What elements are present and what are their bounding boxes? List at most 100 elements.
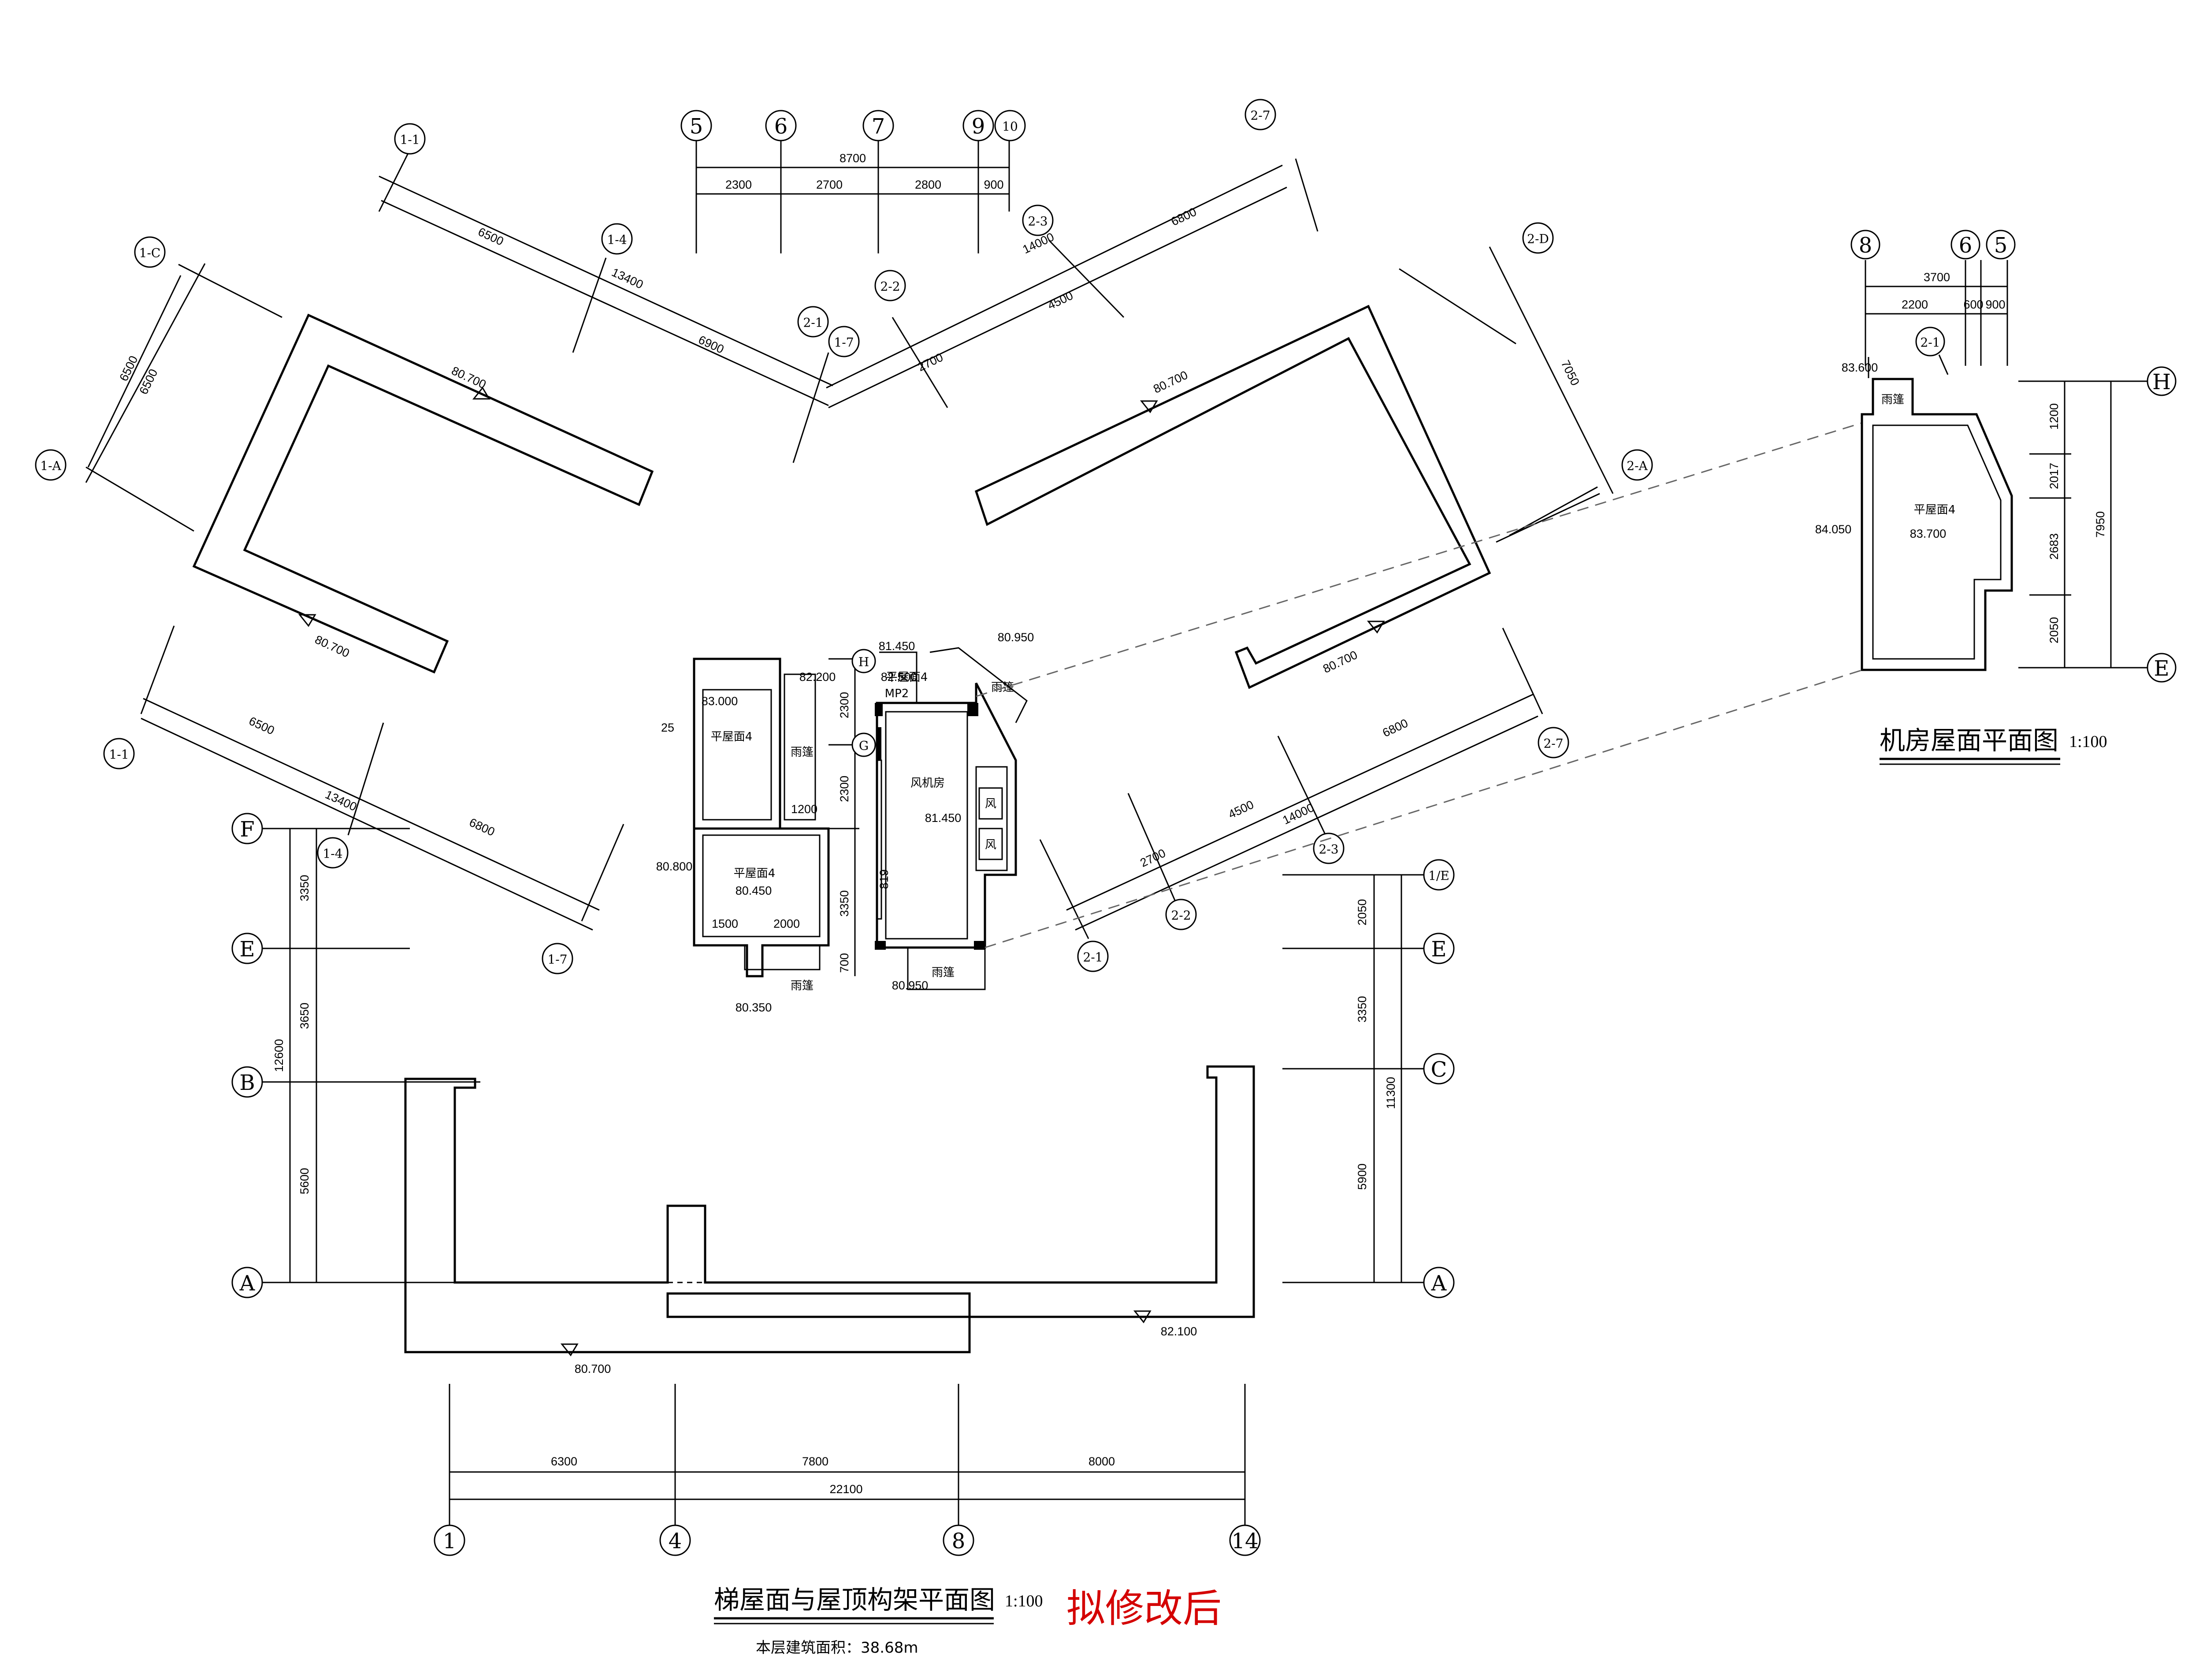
dim-7050-ur: 7050 bbox=[1558, 358, 1582, 387]
dim-6800-lr: 6800 bbox=[1381, 716, 1410, 740]
dim-6300: 6300 bbox=[551, 1455, 577, 1468]
dim-1200-c: 1200 bbox=[791, 803, 817, 816]
axis-G-center: G bbox=[859, 739, 869, 753]
dim-1500-c: 1500 bbox=[712, 917, 738, 930]
dim-3650-left: 3650 bbox=[298, 1003, 311, 1029]
fan-2-label: 风 bbox=[985, 838, 996, 851]
axis-2-3-top: 2-3 bbox=[1028, 214, 1048, 229]
dim-2800-top: 2800 bbox=[915, 178, 941, 191]
axis-2-2-bottom: 2-2 bbox=[1171, 908, 1191, 923]
dim-4500-ur: 4500 bbox=[1046, 289, 1075, 312]
axis-8: 8 bbox=[952, 1529, 966, 1554]
dim-900-m: 900 bbox=[1985, 298, 2005, 311]
dim-7950-m: 7950 bbox=[2094, 511, 2107, 538]
level-80450: 80.450 bbox=[736, 884, 772, 897]
axis-4: 4 bbox=[669, 1529, 682, 1554]
upper-left-roof-frame bbox=[192, 313, 654, 674]
axis-C-right: C bbox=[1431, 1057, 1447, 1082]
dim-2200-m: 2200 bbox=[1902, 298, 1928, 311]
axis-1-1-bottom: 1-1 bbox=[109, 747, 129, 762]
level-80950-top: 80.950 bbox=[998, 631, 1034, 644]
axis-E-right: E bbox=[1431, 937, 1446, 962]
dim-3350-right: 3350 bbox=[1356, 996, 1369, 1022]
bottom-axis-bubbles: 1 4 8 14 bbox=[434, 1524, 1261, 1556]
axis-5-m: 5 bbox=[1994, 233, 2008, 258]
machine-roof-label: 平屋面4 bbox=[1914, 503, 1956, 517]
dim-600-m: 600 bbox=[1963, 298, 1983, 311]
mp2-label: MP2 bbox=[885, 687, 909, 700]
titles: 梯屋面与屋顶构架平面图 1:100 拟修改后 本层建筑面积：38.68m 机房屋… bbox=[714, 725, 2107, 1657]
machine-room-scale: 1:100 bbox=[2069, 732, 2107, 751]
dim-2700-top: 2700 bbox=[816, 178, 843, 191]
level-83600: 83.600 bbox=[1842, 361, 1878, 374]
level-80800: 80.800 bbox=[656, 860, 693, 873]
axis-2-A: 2-A bbox=[1627, 459, 1648, 473]
dim-3350-left: 3350 bbox=[298, 875, 311, 901]
axis-2-D: 2-D bbox=[1527, 232, 1549, 246]
level-bottom-right: 82.100 bbox=[1161, 1325, 1197, 1338]
level-80950-bottom: 80.950 bbox=[892, 979, 929, 992]
axis-1-C: 1-C bbox=[139, 246, 161, 260]
axis-F: F bbox=[240, 817, 254, 842]
dim-6500-ll: 6500 bbox=[247, 714, 276, 737]
axis-2-7-bottom: 2-7 bbox=[1543, 736, 1563, 751]
axis-2-1-bottom: 2-1 bbox=[1083, 950, 1103, 965]
dim-6900-ul: 6900 bbox=[696, 333, 726, 356]
lower-left-dimensions: 6500 13400 6800 1-1 1-4 1-7 bbox=[103, 625, 624, 974]
axis-10-top: 10 bbox=[1002, 119, 1018, 134]
right-dimension-chain: 2050 3350 5900 11300 1/E E C A bbox=[1282, 859, 1455, 1298]
axis-B: B bbox=[239, 1070, 255, 1095]
axis-1E-right: 1/E bbox=[1428, 869, 1449, 883]
fan-room-label: 风机房 bbox=[910, 777, 945, 790]
axis-6-top: 6 bbox=[774, 114, 788, 139]
main-title: 梯屋面与屋顶构架平面图 bbox=[714, 1585, 995, 1615]
axis-9-top: 9 bbox=[972, 114, 985, 139]
axis-1-1-top: 1-1 bbox=[400, 133, 420, 147]
axis-2-7-top: 2-7 bbox=[1250, 108, 1270, 123]
level-84050: 84.050 bbox=[1815, 523, 1852, 536]
dim-6800-ll: 6800 bbox=[467, 816, 497, 839]
axis-2-2-top: 2-2 bbox=[880, 279, 900, 294]
main-scale: 1:100 bbox=[1005, 1592, 1043, 1610]
axis-H-center: H bbox=[858, 655, 869, 669]
bottom-dimension-chain: 6300 7800 8000 22100 bbox=[449, 1384, 1246, 1525]
axis-2-1-top: 2-1 bbox=[803, 316, 823, 330]
dim-11300-right: 11300 bbox=[1384, 1077, 1397, 1109]
slope-25: 25 bbox=[661, 721, 674, 734]
level-81450-top: 81.450 bbox=[879, 639, 915, 653]
level-80350: 80.350 bbox=[736, 1001, 772, 1014]
dim-2050-right: 2050 bbox=[1356, 899, 1369, 925]
dim-14000-lr: 14000 bbox=[1281, 801, 1316, 827]
level-83000: 83.000 bbox=[702, 695, 738, 708]
level-83700: 83.700 bbox=[1910, 527, 1947, 540]
machine-room-title: 机房屋面平面图 bbox=[1880, 725, 2058, 755]
dim-5600-left: 5600 bbox=[298, 1168, 311, 1194]
dim-8700-top: 8700 bbox=[840, 152, 866, 165]
center-stair-roofs: 平屋面4 83.000 雨篷 82.200 平屋面4 80.450 80.800… bbox=[656, 649, 876, 1014]
level-ur-bottom: 80.700 bbox=[1321, 648, 1359, 676]
upper-left-dimensions: 6500 13400 6900 6500 6500 1-1 1-C 1-A 1-… bbox=[35, 123, 860, 660]
dim-2000-c: 2000 bbox=[773, 917, 800, 930]
axis-E-m: E bbox=[2154, 656, 2169, 681]
dim-22100: 22100 bbox=[829, 1483, 862, 1496]
axis-5-top: 5 bbox=[690, 114, 703, 139]
bottom-roof-frame bbox=[404, 1065, 1255, 1353]
level-ur-top: 80.700 bbox=[1151, 368, 1189, 396]
canopy-a-label: 雨篷 bbox=[791, 746, 814, 759]
revision-note: 拟修改后 bbox=[1066, 1586, 1222, 1631]
level-bottom-left: 80.700 bbox=[575, 1362, 611, 1375]
axis-14: 14 bbox=[1231, 1529, 1258, 1554]
leader-lines bbox=[976, 420, 1891, 948]
canopy-b-label: 雨篷 bbox=[791, 979, 814, 992]
axis-H-m: H bbox=[2152, 370, 2171, 394]
dim-2017-m: 2017 bbox=[2047, 463, 2061, 489]
top-dimension-chain: 8700 2300 2700 2800 900 5 6 7 9 10 bbox=[680, 110, 1026, 253]
axis-A-left: A bbox=[239, 1271, 256, 1296]
dim-3350-c: 3350 bbox=[838, 890, 851, 917]
axis-1-7-bottom: 1-7 bbox=[547, 952, 567, 967]
fan-1-label: 风 bbox=[985, 797, 996, 810]
axis-7-top: 7 bbox=[872, 114, 885, 139]
axis-1-4-top: 1-4 bbox=[607, 233, 627, 247]
dim-2300-top: 2300 bbox=[725, 178, 752, 191]
axis-2-1-m: 2-1 bbox=[1920, 335, 1940, 350]
